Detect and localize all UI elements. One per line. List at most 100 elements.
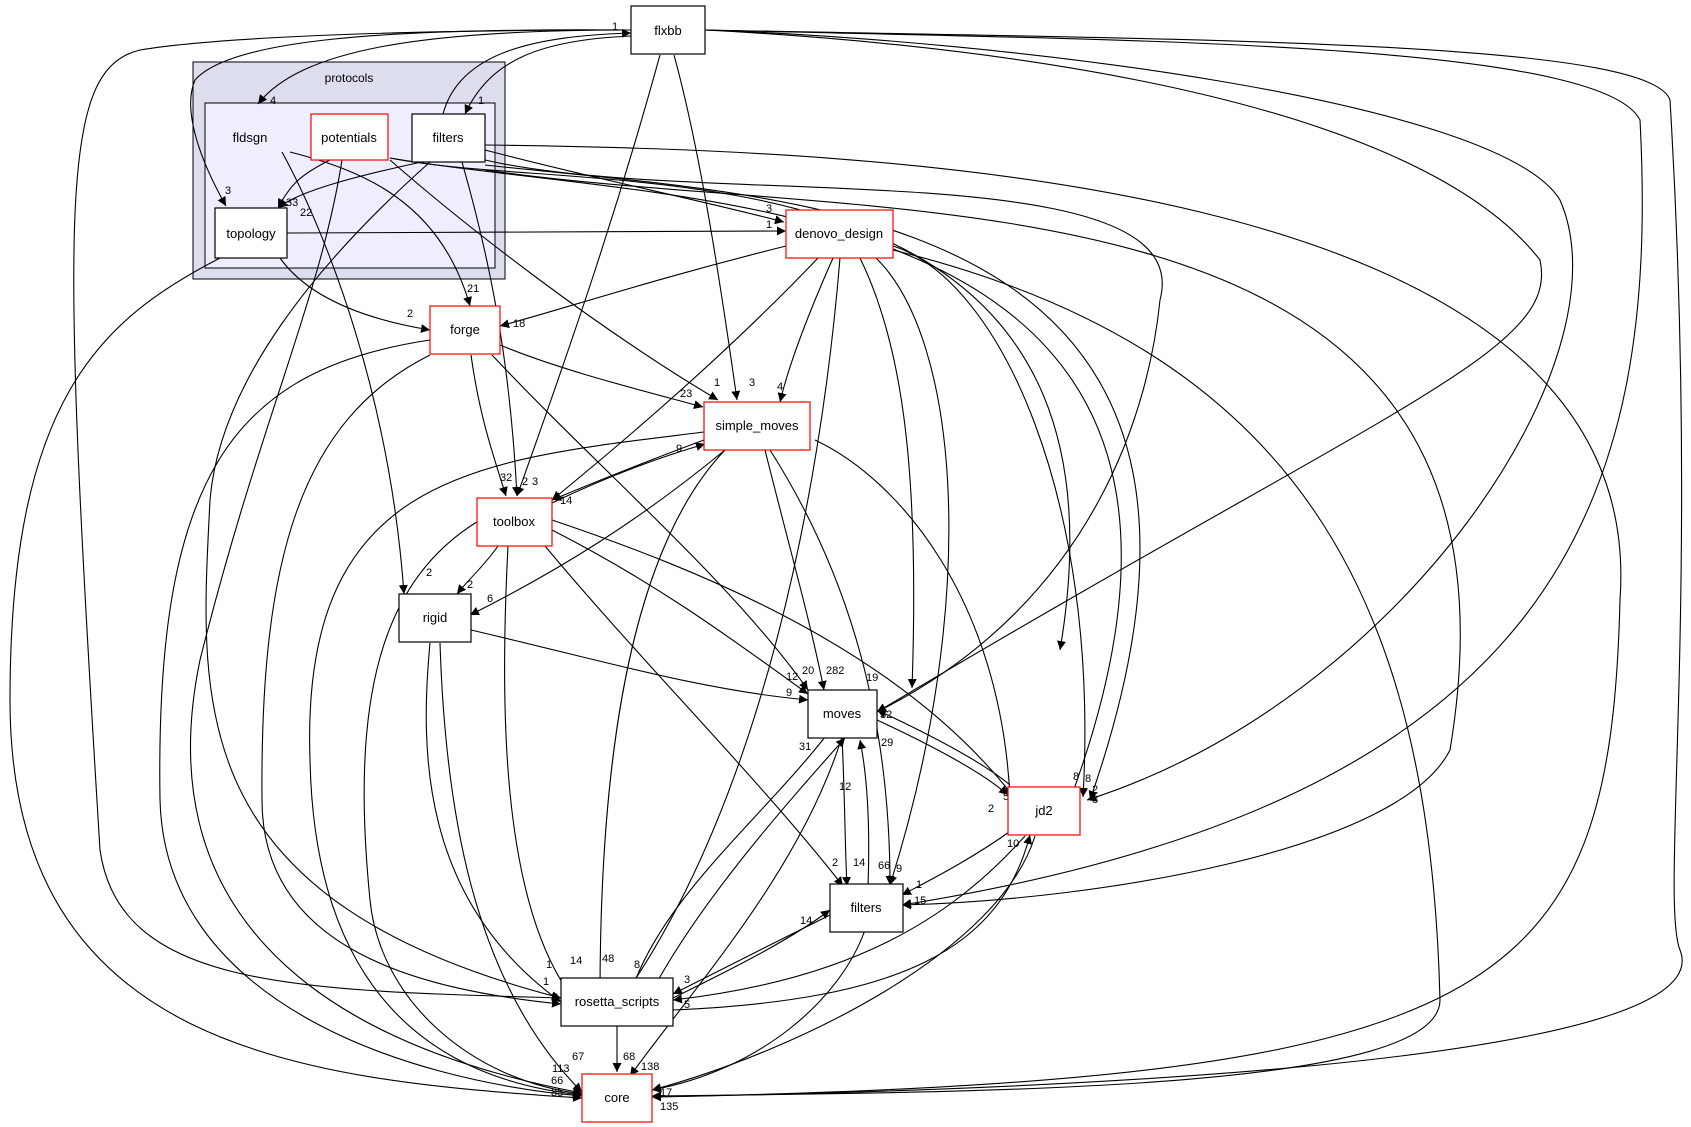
edge-label: 32 (500, 472, 512, 484)
edge-moves-to-jd2 (876, 719, 1009, 796)
edge-forge-to-moves (491, 354, 809, 691)
edge-label: 3 (225, 185, 231, 197)
node-core[interactable]: core (581, 1073, 653, 1123)
edge-denovo-to-jd2 (892, 245, 1089, 798)
node-fldsgn-label: fldsgn (233, 130, 268, 145)
edge-filters-outer-to-moves (857, 739, 870, 887)
node-rosetta-scripts[interactable]: rosetta_scripts (560, 977, 674, 1027)
edge-flxbb-to-rosetta (73, 29, 632, 1003)
edge-filters-outer-to-core (651, 929, 866, 1093)
edge-label: 135 (660, 1101, 678, 1113)
node-flxbb[interactable]: flxbb (630, 5, 706, 55)
node-simple-moves-label: simple_moves (715, 418, 799, 433)
edge-filters-to-core (484, 144, 1622, 1102)
node-fldsgn[interactable]: fldsgn (233, 130, 268, 145)
node-flxbb-label: flxbb (654, 23, 681, 38)
edge-label: 17 (660, 1087, 672, 1099)
edge-label: 9 (896, 863, 902, 875)
edge-label: 66 (878, 860, 890, 872)
edge-denovo-to-core (651, 249, 1441, 1101)
edge-label: 3 (766, 203, 772, 215)
node-moves[interactable]: moves (807, 689, 878, 739)
edge-label: 22 (300, 207, 312, 219)
edge-potentials-to-jd2 (389, 157, 1122, 801)
node-denovo-design[interactable]: denovo_design (785, 209, 894, 259)
node-filters-outer-label: filters (850, 900, 882, 915)
edge-potentials-to-simple-moves (389, 159, 719, 401)
edge-label: 138 (641, 1061, 659, 1073)
edge-label: 10 (1007, 838, 1019, 850)
edge-label: 2 (467, 579, 473, 591)
edge-label: 14 (853, 857, 865, 869)
edge-labels: 1 4 1 3 33 22 3 1 21 2 18 23 1 3 4 9 32 … (225, 21, 1098, 1113)
edge-label: 14 (570, 955, 582, 967)
edge-forge-to-toolbox (470, 354, 508, 497)
edge-flxbb-to-jd2 (704, 29, 1574, 802)
edge-label: 113 (552, 1063, 570, 1075)
edge-simple-moves-to-moves (764, 449, 827, 691)
edge-label: 18 (513, 318, 525, 330)
edge-label: 31 (799, 741, 811, 753)
edge-toolbox-to-jd2 (551, 519, 1014, 797)
edge-label: 2 (1092, 784, 1098, 796)
edge-rigid-to-rosetta (425, 642, 562, 1003)
edge-label: 282 (826, 665, 844, 677)
node-rigid[interactable]: rigid (398, 593, 472, 643)
node-potentials[interactable]: potentials (310, 113, 389, 161)
edge-label: 1 (478, 95, 484, 107)
edge-label: 3 (749, 377, 755, 389)
node-forge[interactable]: forge (429, 305, 501, 355)
edge-label: 1 (916, 879, 922, 891)
edge-label: 66 (551, 1075, 563, 1087)
edge-topology-to-core (9, 257, 583, 1102)
edge-label: 15 (914, 895, 926, 907)
edge-filters-to-filters-outer (484, 169, 1461, 910)
edge-filters-to-flxbb (442, 28, 632, 115)
node-topology-label: topology (226, 226, 276, 241)
node-core-label: core (604, 1090, 629, 1105)
node-denovo-design-label: denovo_design (795, 226, 883, 241)
edge-forge-to-rosetta (261, 354, 562, 1008)
edge-label: 8 (1092, 794, 1098, 806)
edges (9, 28, 1683, 1102)
edge-label: 1 (766, 219, 772, 231)
edge-filters-to-rosetta (205, 161, 562, 1001)
edge-denovo-to-simple-moves (777, 257, 834, 403)
edge-label: 3 (684, 974, 690, 986)
edge-label: 67 (572, 1051, 584, 1063)
edge-rigid-to-moves (470, 629, 809, 704)
edge-label: 2 (988, 803, 994, 815)
edge-jd2-to-core (651, 835, 1036, 1092)
edge-simple-moves-to-rigid (469, 449, 726, 616)
nodes: flxbb fldsgn potentials filters topology… (214, 5, 1081, 1123)
node-filters-inner[interactable]: filters (411, 113, 486, 163)
edge-label: 8 (1073, 771, 1079, 783)
edge-label: 14 (560, 495, 572, 507)
node-simple-moves[interactable]: simple_moves (703, 401, 811, 451)
edge-filters-to-jd2-b (484, 164, 1141, 801)
edge-flxbb-to-core (651, 29, 1683, 1102)
edge-simple-moves-to-core (309, 431, 705, 1099)
edge-jd2-to-rosetta (672, 835, 1026, 1004)
edge-rosetta-to-moves (649, 737, 846, 996)
node-toolbox[interactable]: toolbox (476, 497, 553, 547)
edge-denovo-to-moves (859, 257, 917, 689)
edge-moves-to-core (629, 736, 843, 1077)
edge-label: 9 (786, 687, 792, 699)
edge-label: 8 (634, 959, 640, 971)
edge-label: 12 (786, 671, 798, 683)
edge-label: 19 (866, 672, 878, 684)
cluster-protocols-label: protocols (325, 71, 374, 85)
edge-denovo-to-forge (499, 245, 787, 329)
edge-label: 33 (286, 197, 298, 209)
edge-toolbox-to-rigid (456, 545, 499, 595)
node-moves-label: moves (823, 706, 862, 721)
edge-label: 12 (839, 781, 851, 793)
edge-flxbb-to-toolbox (515, 54, 661, 497)
edge-label: 4 (777, 381, 783, 393)
node-filters-outer[interactable]: filters (829, 883, 904, 933)
node-topology[interactable]: topology (214, 207, 288, 259)
node-jd2[interactable]: jd2 (1007, 786, 1081, 836)
edge-simple-moves-to-rosetta (595, 449, 726, 996)
